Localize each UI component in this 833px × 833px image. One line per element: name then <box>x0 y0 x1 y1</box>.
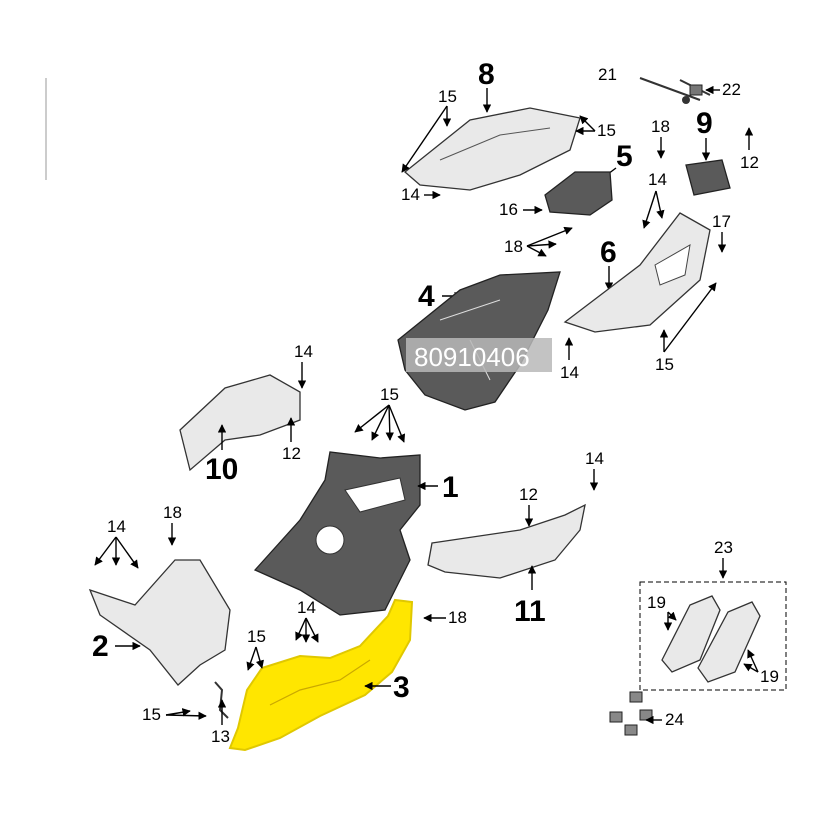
watermark-badge: 80910406 <box>406 338 552 372</box>
fastener-14-f: 14 <box>107 517 126 536</box>
fastener-15-c: 15 <box>655 355 674 374</box>
callout-21: 21 <box>598 65 617 84</box>
callout-1: 1 <box>442 471 459 504</box>
part-3-highlighted-lower-cover <box>228 598 414 752</box>
part-23-floor-mats <box>661 595 761 683</box>
part-24-clips <box>609 691 653 736</box>
callout-4: 4 <box>418 280 435 313</box>
fastener-19-b: 19 <box>760 667 779 686</box>
fastener-15-e: 15 <box>247 627 266 646</box>
fastener-12-b: 12 <box>282 444 301 463</box>
callout-24: 24 <box>665 710 684 729</box>
fastener-14-d: 14 <box>294 342 313 361</box>
fastener-12-c: 12 <box>519 485 538 504</box>
fastener-12-a: 12 <box>740 153 759 172</box>
part-8-cover <box>403 107 581 191</box>
watermark-text: 80910406 <box>414 342 530 372</box>
fastener-18-a: 18 <box>651 117 670 136</box>
part-11-side-panel <box>427 503 586 579</box>
callout-23: 23 <box>714 538 733 557</box>
fastener-18-b: 18 <box>504 237 523 256</box>
fastener-15-b: 15 <box>597 121 616 140</box>
fastener-15-f: 15 <box>142 705 161 724</box>
fastener-15-a: 15 <box>438 87 457 106</box>
fastener-14-c: 14 <box>560 363 579 382</box>
fastener-14-g: 14 <box>297 598 316 617</box>
part-5-panel <box>544 171 613 216</box>
callout-22: 22 <box>722 80 741 99</box>
callout-10: 10 <box>205 453 238 486</box>
callout-9: 9 <box>696 107 713 140</box>
part-2-front-cover <box>88 559 231 686</box>
fastener-19-a: 19 <box>647 593 666 612</box>
fastener-18-c: 18 <box>163 503 182 522</box>
fastener-14-e: 14 <box>585 449 604 468</box>
callout-11: 11 <box>514 595 546 628</box>
part-21-22-clips <box>639 77 711 104</box>
callout-8: 8 <box>478 58 495 91</box>
callout-3: 3 <box>393 671 410 704</box>
callout-17: 17 <box>712 212 731 231</box>
callout-5: 5 <box>616 140 633 173</box>
fastener-14-b: 14 <box>648 170 667 189</box>
callout-6: 6 <box>600 236 617 269</box>
callout-13: 13 <box>211 727 230 746</box>
part-10-side-cover <box>179 374 301 472</box>
part-6-side-cover <box>563 212 711 333</box>
fastener-14-a: 14 <box>401 185 420 204</box>
callout-2: 2 <box>92 630 109 663</box>
fastener-18-d: 18 <box>448 608 467 627</box>
part-1-floor-panel <box>253 451 421 616</box>
mat-kit-box <box>639 581 787 691</box>
part-9-grille <box>685 159 731 196</box>
callout-16: 16 <box>499 200 518 219</box>
fastener-15-d: 15 <box>380 385 399 404</box>
